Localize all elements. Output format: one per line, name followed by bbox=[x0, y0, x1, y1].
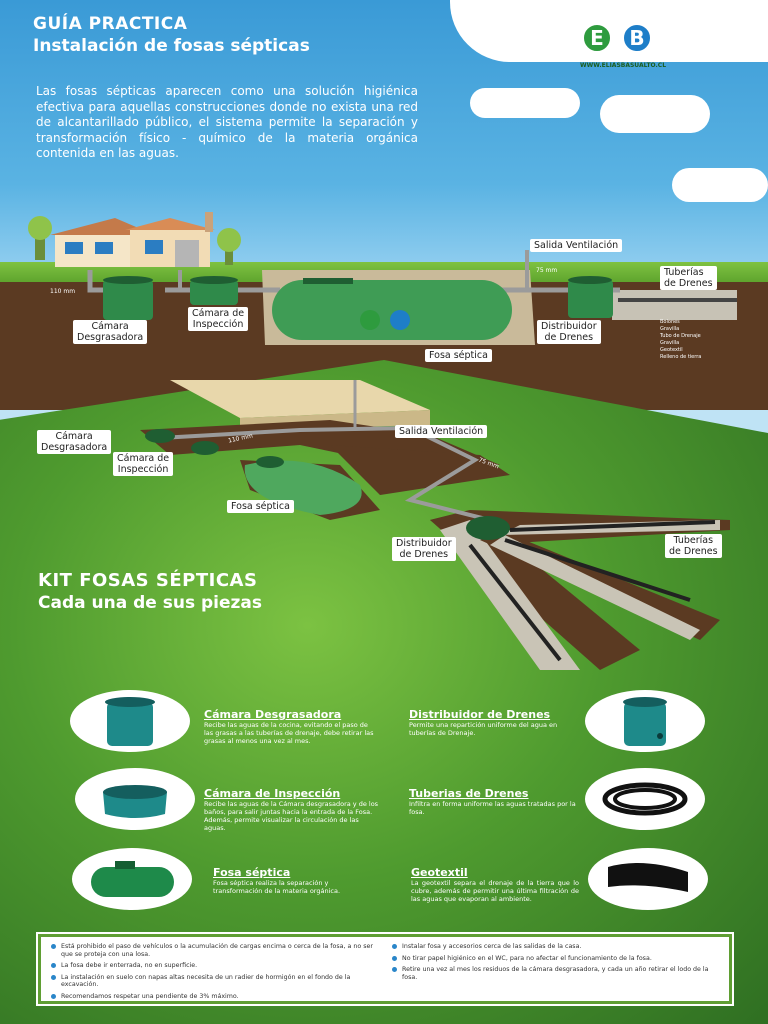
fosa-septica-label: Fosa séptica bbox=[425, 349, 492, 362]
kit-header: KIT FOSAS SÉPTICAS Cada una de sus pieza… bbox=[38, 570, 262, 613]
fosa-logo-e bbox=[360, 310, 380, 330]
perspective-diagram bbox=[140, 380, 730, 670]
piece-inspeccion: Cámara de Inspección Recibe las aguas de… bbox=[204, 787, 379, 832]
distribuidor-label: Distribuidor de Drenes bbox=[537, 320, 601, 344]
tip-item: Retire una vez al mes los residuos de la… bbox=[392, 966, 719, 981]
layer-item: Relleno de tierra bbox=[660, 354, 702, 360]
piece-tuberias: Tuberias de Drenes Infiltra en forma uni… bbox=[409, 787, 579, 816]
logo-url: WWW.ELIASBASUALTO.CL bbox=[580, 62, 667, 69]
camara-desgrasadora-image bbox=[70, 690, 190, 752]
tip-item: La instalación en suelo con napas altas … bbox=[51, 974, 378, 989]
cloud bbox=[600, 95, 710, 133]
camara-inspeccion-image bbox=[75, 768, 195, 830]
piece-name: Fosa séptica bbox=[213, 866, 291, 879]
persp-distribuidor-label: Distribuidor de Drenes bbox=[392, 537, 456, 561]
camara-desgrasadora-label: Cámara Desgrasadora bbox=[73, 320, 148, 344]
tip-item: Recomendamos respetar una pendiente de 3… bbox=[51, 993, 378, 1001]
piece-name: Cámara Desgrasadora bbox=[204, 708, 342, 721]
layers-legend: Bolones Gravilla Tubo de Drenaje Gravill… bbox=[660, 319, 720, 361]
geotextile-roll-icon bbox=[608, 862, 688, 892]
pipe-75-label: 75 mm bbox=[536, 267, 558, 274]
persp-fosa-septica-label: Fosa séptica bbox=[227, 500, 294, 513]
piece-desc: Permite una repartición uniforme del agu… bbox=[409, 721, 558, 737]
piece-desc: Infiltra en forma uniforme las aguas tra… bbox=[409, 800, 576, 816]
tank-icon bbox=[90, 860, 174, 897]
intro-text: Las fosas sépticas aparecen como una sol… bbox=[36, 84, 418, 160]
tip-item: Está prohibido el paso de vehículos o la… bbox=[51, 943, 378, 958]
tuberias-image bbox=[585, 768, 705, 830]
house-illustration bbox=[28, 212, 241, 267]
piece-name: Geotextil bbox=[411, 866, 468, 879]
tip-item: La fosa debe ir enterrada, no en superfi… bbox=[51, 962, 378, 970]
cross-section-diagram bbox=[87, 250, 737, 345]
piece-name: Distribuidor de Drenes bbox=[409, 708, 551, 721]
piece-distribuidor: Distribuidor de Drenes Permite una repar… bbox=[409, 708, 579, 737]
cloud bbox=[672, 168, 768, 202]
tuberias-drenes-label: Tuberías de Drenes bbox=[660, 266, 717, 290]
logo-b: B bbox=[621, 22, 653, 54]
layer-item: Bolones bbox=[660, 319, 680, 325]
camara-inspeccion-label: Cámara de Inspección bbox=[188, 307, 249, 331]
piece-fosa: Fosa séptica Fosa séptica realiza la sep… bbox=[213, 866, 378, 895]
logo-e: E bbox=[581, 22, 613, 54]
pipe-coil-icon bbox=[602, 782, 688, 815]
piece-name: Cámara de Inspección bbox=[204, 787, 341, 800]
fosa-septica-image bbox=[72, 848, 192, 910]
persp-camara-inspeccion-label: Cámara de Inspección bbox=[113, 452, 174, 476]
tree-icon bbox=[28, 216, 52, 240]
geotextil-image bbox=[588, 848, 708, 910]
salida-ventilacion-label: Salida Ventilación bbox=[530, 239, 623, 252]
piece-name: Tuberias de Drenes bbox=[409, 787, 529, 800]
persp-camara-desgrasadora-label: Cámara Desgrasadora bbox=[37, 430, 112, 454]
pipe-110-label: 110 mm bbox=[50, 288, 76, 295]
kit-subtitle: Cada una de sus piezas bbox=[38, 593, 262, 613]
tree-icon bbox=[217, 228, 241, 252]
fosa-logo-b bbox=[390, 310, 410, 330]
tip-item: No tirar papel higiénico en el WC, para … bbox=[392, 955, 719, 963]
piece-desc: Recibe las aguas de la cocina, evitando … bbox=[204, 721, 374, 745]
layer-item: Geotextil bbox=[660, 347, 683, 353]
page-subtitle: Instalación de fosas sépticas bbox=[33, 36, 310, 56]
persp-salida-ventilacion-label: Salida Ventilación bbox=[395, 425, 488, 438]
tips-box: Está prohibido el paso de vehículos o la… bbox=[38, 934, 732, 1004]
piece-geotextil: Geotextil La geotextil separa el drenaje… bbox=[411, 866, 579, 903]
distribuidor-image bbox=[585, 690, 705, 752]
bucket-icon bbox=[105, 696, 155, 746]
piece-desc: La geotextil separa el drenaje de la tie… bbox=[411, 879, 579, 903]
page-title: GUÍA PRACTICA bbox=[33, 14, 188, 34]
chamber-icon bbox=[103, 785, 167, 818]
kit-title: KIT FOSAS SÉPTICAS bbox=[38, 570, 258, 591]
piece-desgrasadora: Cámara Desgrasadora Recibe las aguas de … bbox=[204, 708, 379, 745]
piece-desc: Recibe las aguas de la Cámara desgrasado… bbox=[204, 800, 379, 832]
header: GUÍA PRACTICA Instalación de fosas sépti… bbox=[33, 14, 310, 56]
tips-left: Está prohibido el paso de vehículos o la… bbox=[51, 943, 378, 1000]
layer-item: Tubo de Drenaje bbox=[660, 333, 701, 339]
tip-item: Instalar fosa y accesorios cerca de las … bbox=[392, 943, 719, 951]
piece-desc: Fosa séptica realiza la separación y tra… bbox=[213, 879, 341, 895]
logo: E B WWW.ELIASBASUALTO.CL bbox=[575, 16, 670, 76]
layer-item: Gravilla bbox=[660, 326, 680, 332]
bucket-icon bbox=[623, 696, 667, 746]
persp-tuberias-drenes-label: Tuberías de Drenes bbox=[665, 534, 722, 558]
cloud bbox=[470, 88, 580, 118]
tips-right: Instalar fosa y accesorios cerca de las … bbox=[392, 943, 719, 995]
layer-item: Gravilla bbox=[660, 340, 680, 346]
